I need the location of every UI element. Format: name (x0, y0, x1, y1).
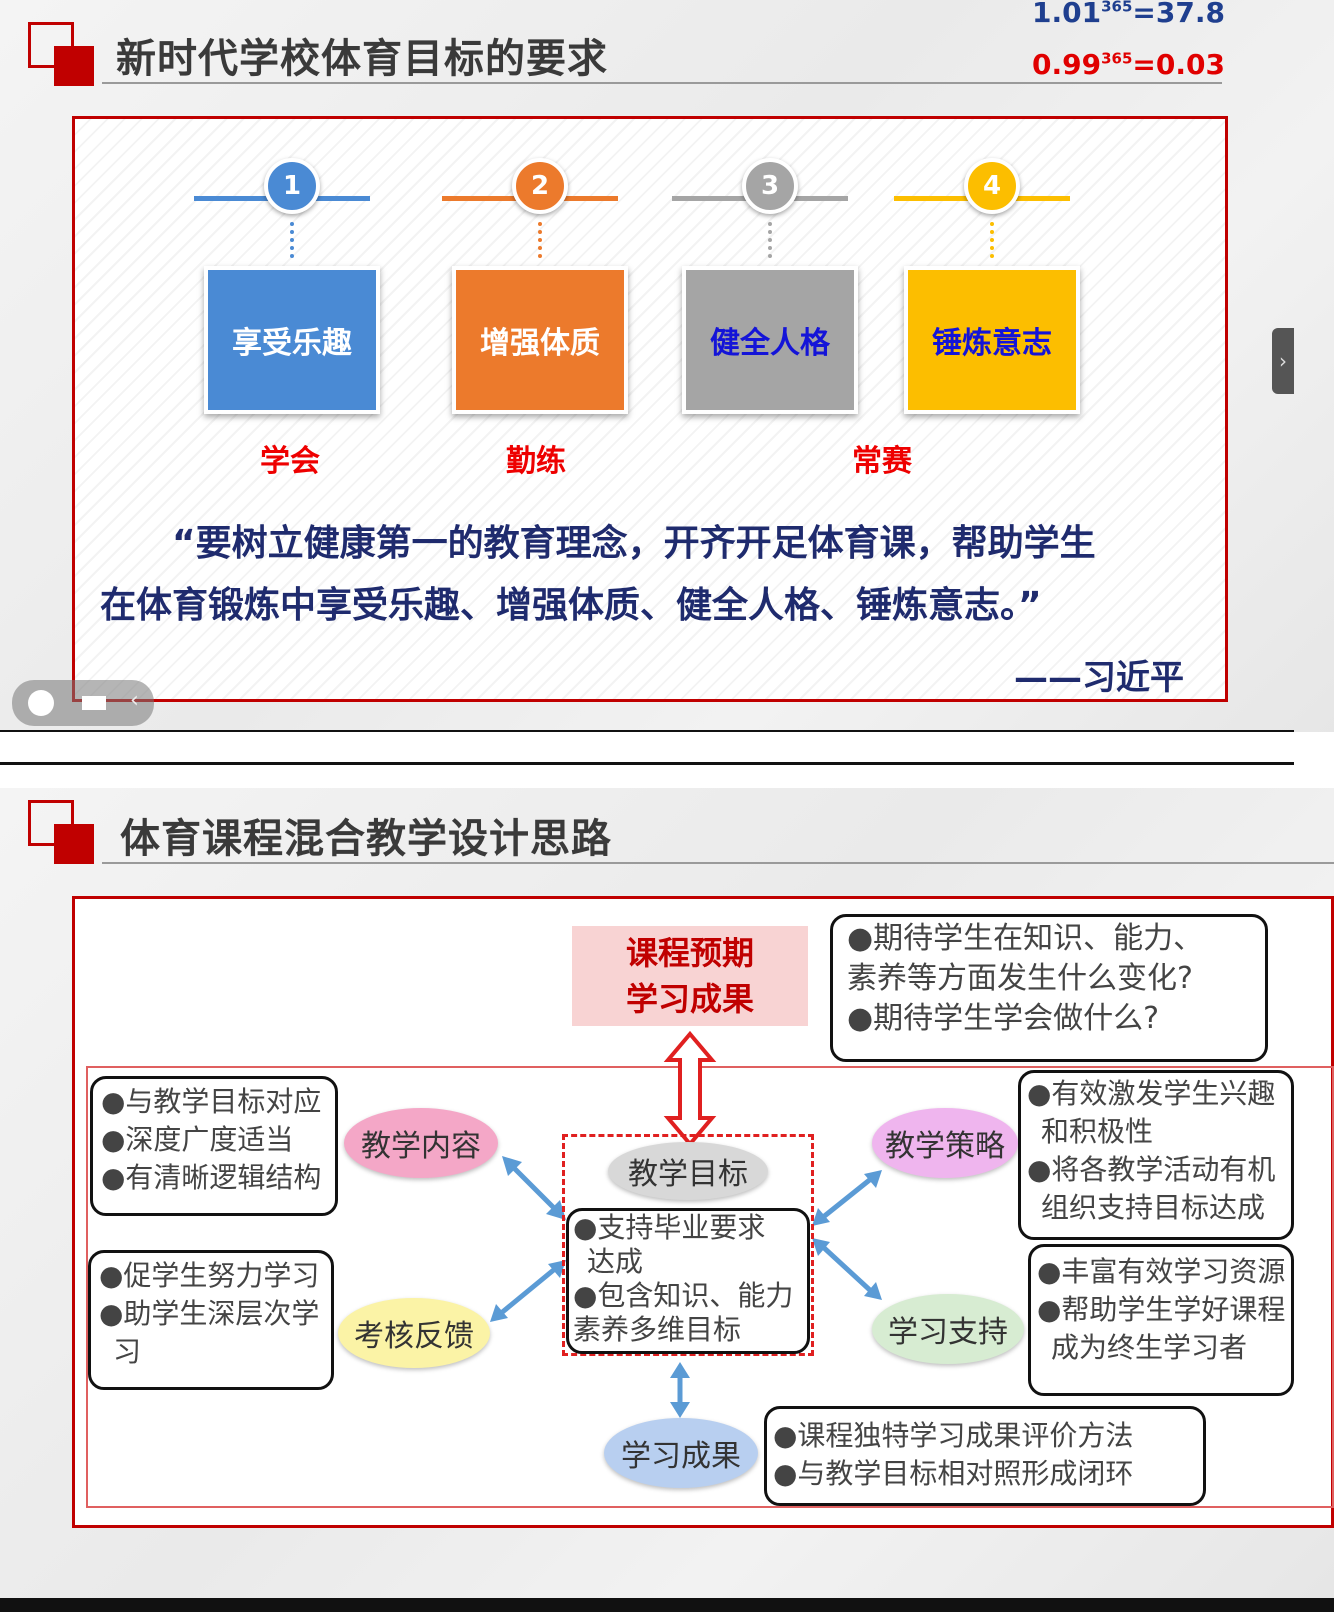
subtitle-icon[interactable] (82, 696, 106, 710)
step-goal-box: 享受乐趣 (204, 266, 380, 414)
formula-growth: 1.01365=37.8 (1032, 0, 1225, 29)
bottom-bar (0, 1598, 1334, 1612)
slide1-title: 新时代学校体育目标的要求 (116, 36, 608, 82)
goal-line: 素养多维目标 (573, 1313, 742, 1346)
step-dotted-connector (290, 222, 294, 258)
outcome-line: ●课程独特学习成果评价方法 (773, 1419, 1134, 1452)
expected-outcome-line2: 学习成果 (625, 980, 754, 1018)
formula-decline-exp: 365 (1101, 49, 1133, 68)
oval-teaching-content: 教学内容 (344, 1108, 498, 1178)
content-line: ●有清晰逻辑结构 (101, 1161, 322, 1194)
oval-teaching-goal: 教学目标 (608, 1142, 768, 1200)
title-decoration-icon (28, 800, 94, 864)
feedback-line: 习 (113, 1335, 142, 1368)
goal-line: ●支持毕业要求 (573, 1211, 766, 1244)
question-line: 素养等方面发生什么变化? (847, 961, 1193, 996)
sub-label-learn: 学会 (260, 444, 320, 479)
title-rule (102, 862, 1334, 864)
collapse-icon[interactable]: ‹ (130, 688, 139, 713)
strategy-line: 和积极性 (1041, 1115, 1154, 1148)
outcome-box: ●课程独特学习成果评价方法 ●与教学目标相对照形成闭环 (764, 1406, 1206, 1506)
step-goal-box: 健全人格 (682, 266, 858, 414)
presentation-controls[interactable]: ‹ (12, 680, 154, 726)
strategy-line: ●有效激发学生兴趣 (1027, 1077, 1276, 1110)
expected-outcome-box: 课程预期 学习成果 (572, 926, 808, 1026)
question-box: ●期待学生在知识、能力、 素养等方面发生什么变化? ●期待学生学会做什么? (830, 914, 1268, 1062)
arrow-content (510, 1164, 558, 1212)
quote-author: ——习近平 (1014, 658, 1184, 698)
title-rule (102, 82, 1222, 84)
support-line: 成为终生学习者 (1051, 1331, 1248, 1364)
inner-frame (86, 1066, 1334, 1508)
feedback-line: ●助学生深层次学 (99, 1297, 320, 1330)
strategy-line: ●将各教学活动有机 (1027, 1153, 1276, 1186)
support-line: ●帮助学生学好课程 (1037, 1293, 1286, 1326)
formula-growth-base: 1.01 (1032, 0, 1102, 29)
step-goal-box: 增强体质 (452, 266, 628, 414)
formula-growth-exp: 365 (1101, 0, 1133, 16)
outcome-line: ●与教学目标相对照形成闭环 (773, 1457, 1134, 1490)
content-line: ●与教学目标对应 (101, 1085, 322, 1118)
slide-gap (0, 732, 1334, 764)
goal-line: ●包含知识、能力 (573, 1279, 794, 1312)
step-dotted-connector (768, 222, 772, 258)
goal-dashed-frame (562, 1134, 814, 1356)
title-decoration-icon (28, 22, 94, 86)
step-dotted-connector (538, 222, 542, 258)
double-arrow-icon (663, 1030, 717, 1148)
strategy-line: 组织支持目标达成 (1041, 1191, 1266, 1224)
oval-teaching-strategy: 教学策略 (872, 1108, 1018, 1178)
question-line: ●期待学生学会做什么? (847, 1001, 1160, 1036)
step-number-badge: 4 (964, 158, 1020, 214)
divider-line (0, 762, 1294, 765)
step-number-badge: 3 (742, 158, 798, 214)
step-goal-box: 锤炼意志 (904, 266, 1080, 414)
divider-line (0, 730, 1294, 732)
quote-line-1: “要树立健康第一的教育理念，开齐开足体育课，帮助学生 (172, 523, 1096, 564)
arrow-feedback (498, 1266, 558, 1316)
question-line: ●期待学生在知识、能力、 (847, 921, 1204, 956)
support-line: ●丰富有效学习资源 (1037, 1255, 1286, 1288)
feedback-line: ●促学生努力学习 (99, 1259, 320, 1292)
expected-outcome-line1: 课程预期 (625, 934, 754, 972)
formula-growth-result: =37.8 (1132, 0, 1225, 29)
slide2-title: 体育课程混合教学设计思路 (120, 816, 612, 862)
feedback-box: ●促学生努力学习 ●助学生深层次学 习 (88, 1250, 334, 1390)
oval-learning-outcome: 学习成果 (604, 1418, 758, 1488)
quote-line-2: 在体育锻炼中享受乐趣、增强体质、健全人格、锤炼意志。” (100, 585, 1042, 626)
arrow-support (820, 1244, 874, 1294)
content-line: ●深度广度适当 (101, 1123, 294, 1156)
sub-label-compete: 常赛 (852, 444, 912, 479)
chevron-right-icon: › (1279, 349, 1287, 373)
slide-blended-teaching-design: 体育课程混合教学设计思路 课程预期 学习成果 ●期待学生在知识、能力、 素养等方… (0, 788, 1334, 1598)
oval-learning-support: 学习支持 (872, 1294, 1024, 1364)
formula-decline: 0.99365=0.03 (1032, 48, 1225, 81)
step-dotted-connector (990, 222, 994, 258)
support-box: ●丰富有效学习资源 ●帮助学生学好课程 成为终生学习者 (1028, 1244, 1294, 1396)
goal-box: ●支持毕业要求 达成 ●包含知识、能力 素养多维目标 (566, 1208, 810, 1354)
content-box: ●与教学目标对应 ●深度广度适当 ●有清晰逻辑结构 (90, 1076, 338, 1216)
formula-decline-result: =0.03 (1132, 48, 1225, 81)
next-page-tab[interactable]: › (1272, 328, 1294, 394)
oval-assessment-feedback: 考核反馈 (338, 1298, 490, 1368)
goal-line: 达成 (587, 1245, 644, 1278)
slide-physical-education-goals: 新时代学校体育目标的要求 1.01365=37.8 0.99365=0.03 1… (0, 0, 1334, 752)
emoji-icon[interactable] (28, 690, 54, 716)
strategy-box: ●有效激发学生兴趣 和积极性 ●将各教学活动有机 组织支持目标达成 (1018, 1070, 1294, 1240)
step-number-badge: 2 (512, 158, 568, 214)
step-number-badge: 1 (264, 158, 320, 214)
sub-label-practice: 勤练 (506, 444, 566, 479)
formula-decline-base: 0.99 (1032, 48, 1102, 81)
arrow-strategy (820, 1176, 874, 1220)
